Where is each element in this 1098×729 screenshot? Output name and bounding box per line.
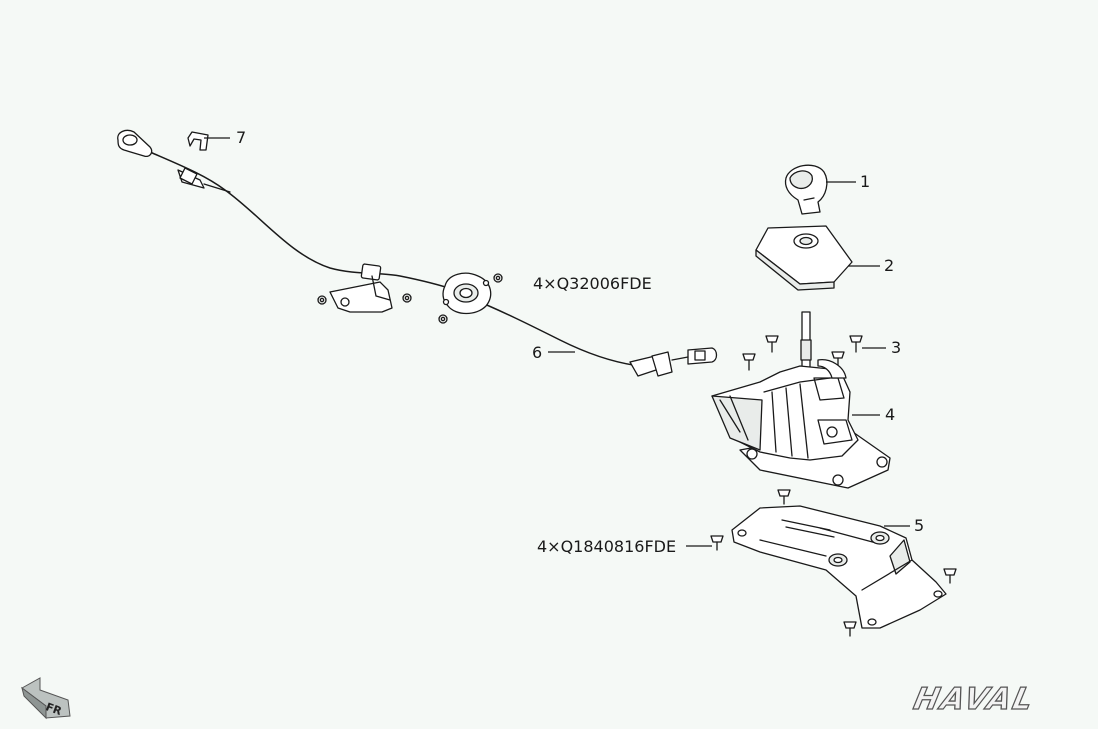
- nut-fasteners: [317, 273, 503, 324]
- callout-3: 3: [891, 338, 901, 357]
- shifter-assembly: [711, 311, 891, 489]
- callout-5: 5: [914, 516, 924, 535]
- logo-text: HAVAL: [911, 682, 1038, 717]
- callout-4: 4: [885, 405, 895, 424]
- leader-lines: [204, 137, 910, 547]
- callout-1: 1: [860, 172, 870, 191]
- retaining-clip: [187, 131, 209, 151]
- shift-cable: [117, 129, 718, 377]
- callout-2: 2: [884, 256, 894, 275]
- bracket-bolts: [710, 489, 957, 637]
- shift-panel: [755, 225, 853, 291]
- callout-7: 7: [236, 128, 246, 147]
- fastener-nut-label: 4×Q32006FDE: [533, 274, 652, 293]
- fr-label: FR: [44, 700, 64, 718]
- mounting-bracket: [731, 505, 947, 629]
- haval-logo: HAVAL: [910, 682, 1038, 718]
- screw-fasteners: [742, 335, 863, 371]
- callout-6: 6: [532, 343, 542, 362]
- fastener-bolt-label: 4×Q1840816FDE: [537, 537, 676, 556]
- front-arrow-icon: FR: [21, 677, 71, 720]
- shift-knob: [784, 164, 828, 215]
